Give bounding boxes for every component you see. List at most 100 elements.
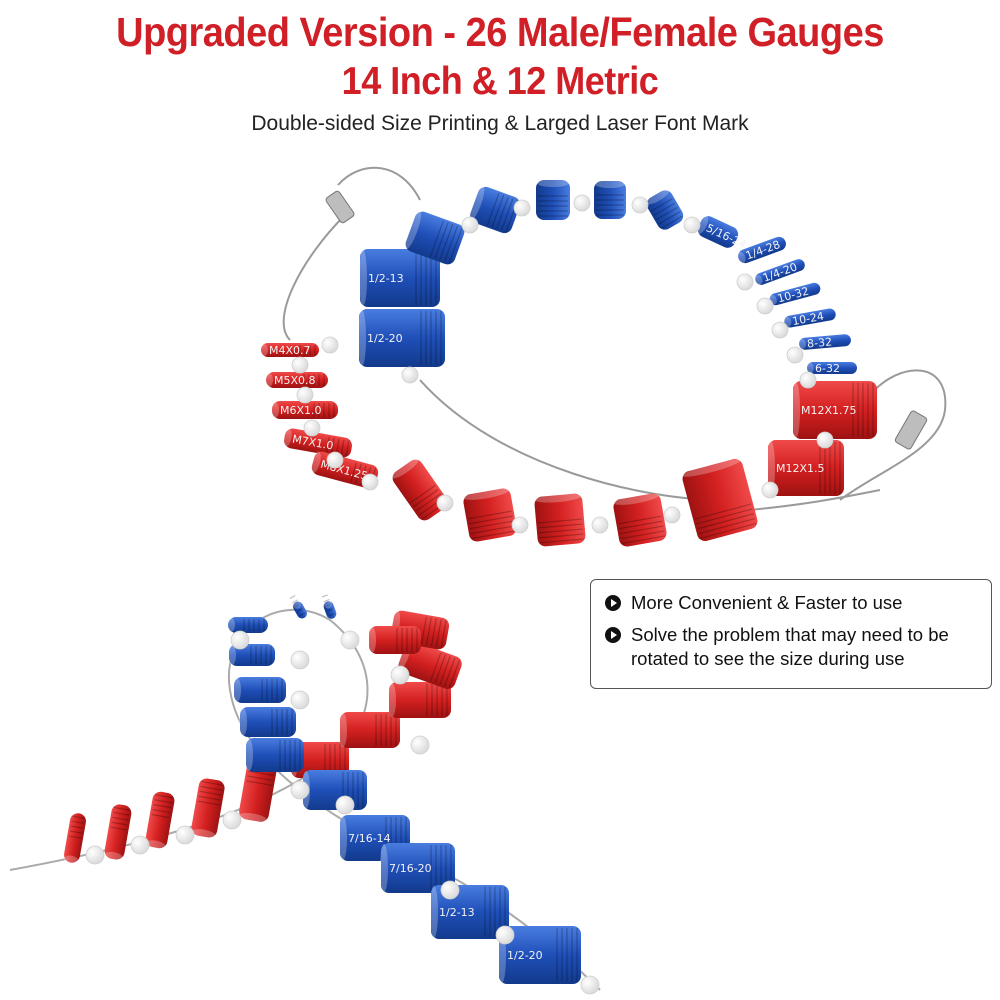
blue-gauge: 7/16-20 <box>380 843 455 893</box>
blue-gauge <box>227 617 268 633</box>
red-gauge <box>339 712 400 748</box>
bead <box>756 297 774 315</box>
gauge-label: 7/16-20 <box>389 862 432 875</box>
blue-gauge <box>233 677 286 703</box>
clasp-left <box>325 190 355 224</box>
gauge-label: M12X1.75 <box>801 404 857 417</box>
bead <box>511 516 529 534</box>
gauge-label: 1/2-20 <box>367 332 403 345</box>
blue-gauge: 8-32 <box>798 334 851 351</box>
bead <box>663 506 681 524</box>
play-icon <box>605 595 621 611</box>
blue-gauge <box>239 707 296 737</box>
bead <box>321 336 339 354</box>
gauge-label: 1/2-13 <box>368 272 404 285</box>
bead <box>326 451 344 469</box>
red-gauge <box>191 778 225 839</box>
bead <box>591 516 609 534</box>
gauge-label: 7/16-14 <box>348 832 391 845</box>
bead <box>222 810 242 830</box>
bead <box>85 845 105 865</box>
red-gauge-group: M4X0.7M5X0.8M6X1.0M7X1.0M8X1.25M12X1.75M… <box>260 343 877 547</box>
bead <box>461 216 479 234</box>
red-gauge <box>463 488 517 542</box>
red-gauge: M4X0.7 <box>260 343 319 357</box>
blue-gauge <box>289 594 307 619</box>
bead <box>799 371 817 389</box>
headline-line-2: 14 Inch & 12 Metric <box>341 58 659 103</box>
blue-gauge <box>646 189 684 230</box>
bead <box>736 273 754 291</box>
gauge-label: 8-32 <box>807 335 833 350</box>
bead <box>290 650 310 670</box>
bead <box>335 795 355 815</box>
bead <box>436 494 454 512</box>
bead <box>771 321 789 339</box>
gauge-label: M5X0.8 <box>274 374 316 387</box>
feature-item: Solve the problem that may need to be ro… <box>605 623 981 671</box>
bead <box>440 880 460 900</box>
bead <box>361 473 379 491</box>
red-gauge <box>613 493 667 547</box>
blue-gauge <box>321 594 337 619</box>
blue-gauge: 1/4-20 <box>754 259 805 285</box>
feature-text: More Convenient & Faster to use <box>631 592 903 613</box>
blue-gauge: 1/2-20 <box>498 926 581 984</box>
gauge-label: M6X1.0 <box>280 404 322 417</box>
gauge-label: 1/4-28 <box>744 238 782 262</box>
bead <box>573 194 591 212</box>
bead <box>340 630 360 650</box>
blue-gauge: 1/2-13 <box>359 249 440 307</box>
blue-gauge <box>405 211 465 265</box>
bead <box>296 386 314 404</box>
clasp-right <box>894 410 928 450</box>
red-gauge <box>391 458 448 521</box>
red-gauge <box>104 804 132 861</box>
red-gauge: M5X0.8 <box>265 372 328 388</box>
gauge-label: 1/2-20 <box>507 949 543 962</box>
feature-text: Solve the problem that may need to be ro… <box>631 624 949 669</box>
blue-gauge <box>228 644 275 666</box>
red-gauge <box>534 493 586 547</box>
bead <box>303 419 321 437</box>
blue-gauge: 5/16-24 <box>697 215 748 251</box>
bead <box>290 780 310 800</box>
blue-gauge <box>536 179 570 220</box>
red-gauge <box>682 459 758 541</box>
bead <box>513 199 531 217</box>
bottom-gauge-photo: 7/16-14 7/16-20 1/2-13 1/2-20 <box>9 594 601 995</box>
blue-gauge <box>594 180 626 219</box>
red-gauge <box>64 813 86 864</box>
gauge-label: M4X0.7 <box>269 344 311 357</box>
bead <box>175 825 195 845</box>
bead <box>580 975 600 995</box>
gauge-label: 10-32 <box>776 285 810 306</box>
bead <box>290 690 310 710</box>
feature-item: More Convenient & Faster to use <box>605 591 981 615</box>
red-gauge <box>388 682 451 718</box>
blue-gauge: 10-24 <box>783 308 836 328</box>
bead <box>410 735 430 755</box>
red-gauge <box>368 626 421 654</box>
bead-group <box>291 194 834 534</box>
bead <box>761 481 779 499</box>
blue-gauge: 6-32 <box>806 362 857 375</box>
gauge-label: 10-24 <box>791 310 825 328</box>
bead <box>390 665 410 685</box>
bead <box>130 835 150 855</box>
red-gauge: M12X1.5 <box>767 440 844 496</box>
headline-line-1: Upgraded Version - 26 Male/Female Gauges <box>116 10 884 56</box>
feature-callout: More Convenient & Faster to use Solve th… <box>590 579 992 689</box>
bead <box>786 346 804 364</box>
bead <box>291 356 309 374</box>
blue-gauge <box>302 770 367 810</box>
blue-gauge: 1/2-20 <box>358 309 445 367</box>
blue-gauge: 10-32 <box>768 282 821 306</box>
gauge-label: 1/4-20 <box>761 260 799 284</box>
red-gauge: M7X1.0 <box>283 428 352 458</box>
gauge-label: M12X1.5 <box>776 462 825 475</box>
gauge-label: 1/2-13 <box>439 906 475 919</box>
bead <box>401 366 419 384</box>
